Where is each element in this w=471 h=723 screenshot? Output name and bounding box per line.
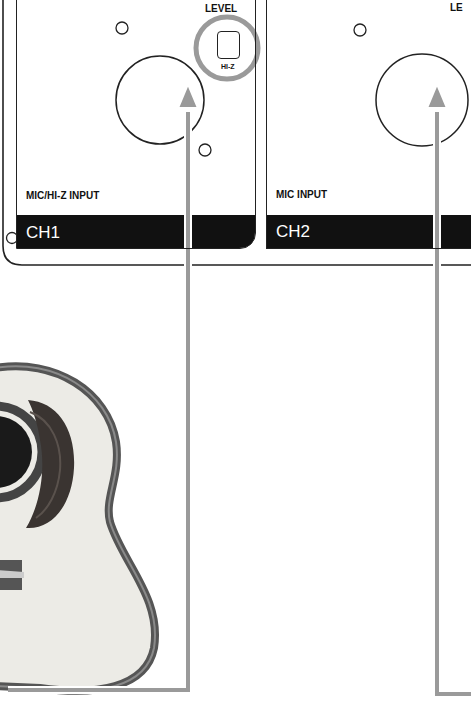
screw-hole bbox=[354, 24, 366, 36]
switch-label: HI-Z bbox=[221, 63, 235, 70]
channel-name: CH2 bbox=[276, 223, 310, 240]
leader-arrow bbox=[427, 84, 471, 694]
control-label: LEVEL bbox=[205, 4, 237, 14]
input-label: MIC INPUT bbox=[276, 190, 327, 200]
guitar-illustration bbox=[0, 366, 155, 691]
control-label: LE bbox=[450, 3, 463, 13]
switch-button: HI-Z bbox=[217, 31, 240, 59]
housing-outline bbox=[3, 0, 471, 265]
xlr-jack bbox=[376, 54, 468, 146]
screw-hole bbox=[116, 22, 128, 34]
channel-name: CH1 bbox=[26, 224, 60, 241]
channel-panel: LE MIC INPUT CH2 bbox=[266, 0, 471, 249]
input-label: MIC/HI-Z INPUT bbox=[26, 191, 99, 201]
screw-hole bbox=[199, 144, 211, 156]
highlight-ring bbox=[196, 17, 258, 79]
channel-panel: LEVEL MIC/HI-Z INPUT CH1 HI-Z bbox=[16, 0, 256, 249]
channel-band bbox=[16, 215, 255, 248]
leader-arrow bbox=[8, 84, 198, 690]
